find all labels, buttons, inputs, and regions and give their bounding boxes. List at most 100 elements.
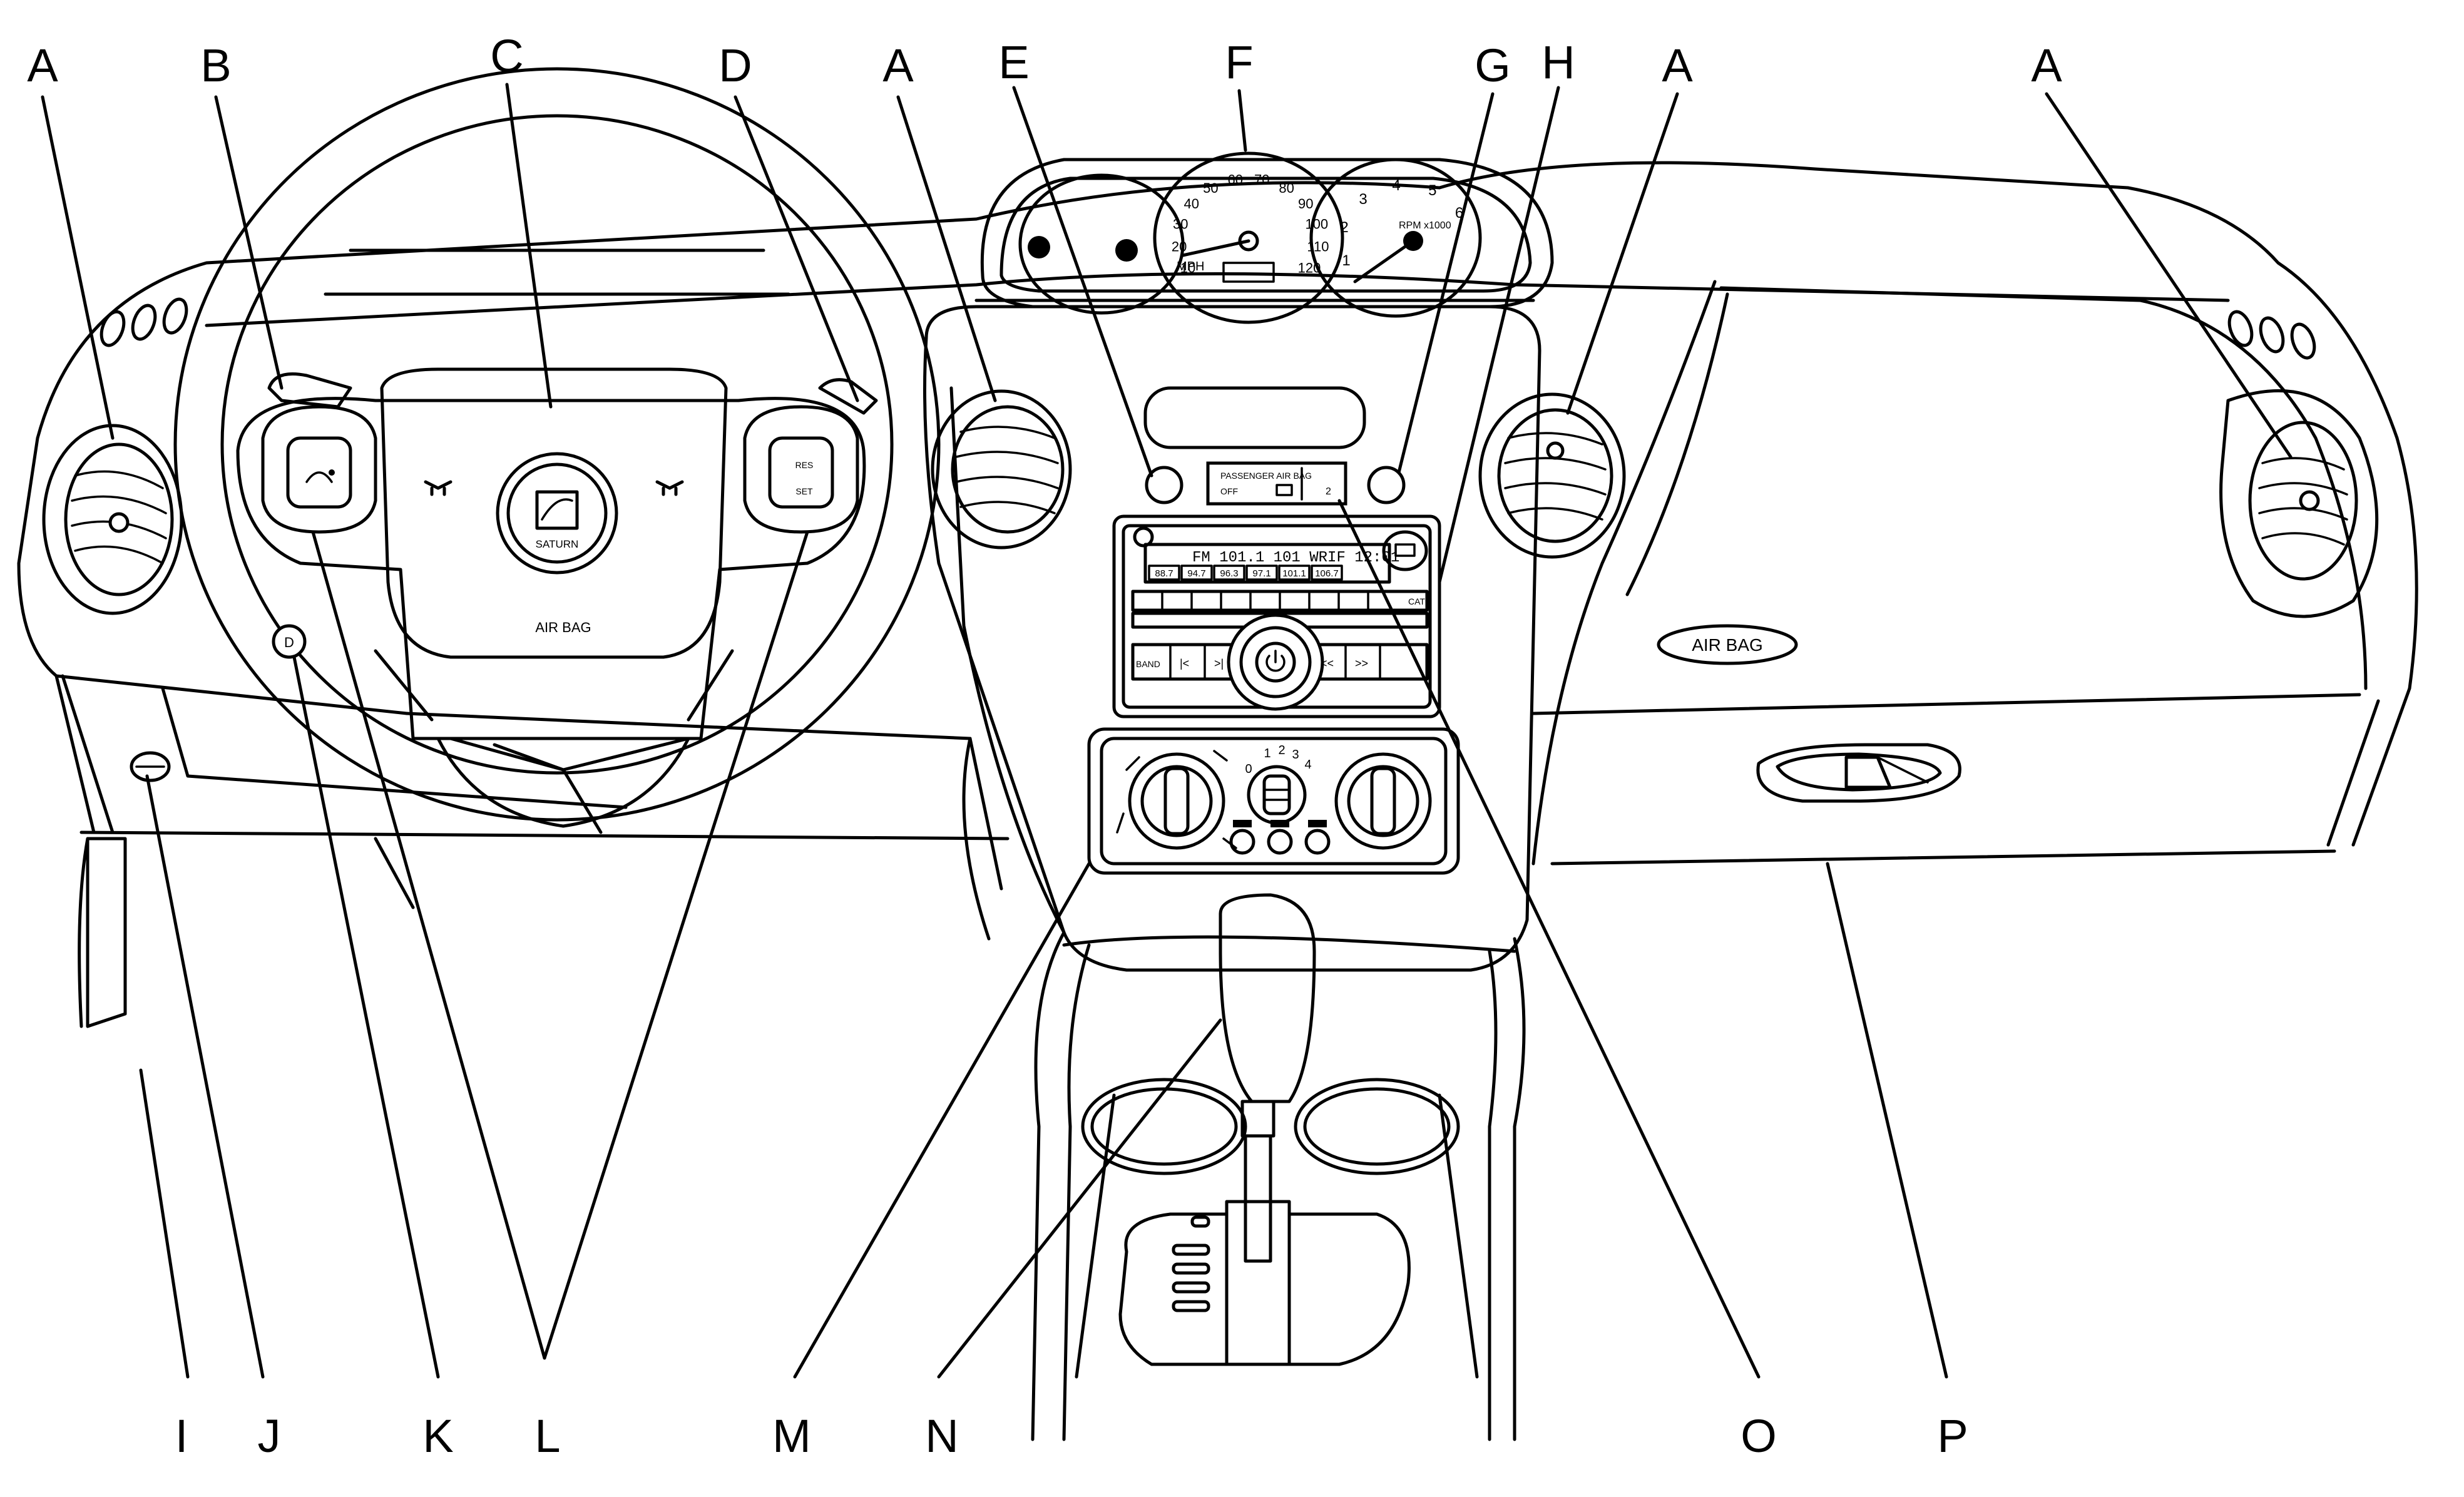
svg-text:>>: >> <box>1355 657 1368 670</box>
shift-knob[interactable] <box>1219 893 1316 1103</box>
rpm-tick-label: 1 <box>1342 252 1350 269</box>
label-n: N <box>925 1410 958 1462</box>
hazard-area <box>1143 386 1406 504</box>
ac-button[interactable] <box>1229 829 1255 855</box>
label-p: P <box>1937 1410 1968 1462</box>
hood-release[interactable] <box>130 751 171 782</box>
cruise-control-switch-right[interactable]: RES SET <box>743 405 859 534</box>
vent-center-right[interactable] <box>1478 392 1626 559</box>
steering-wheel[interactable]: SATURN AIR BAG RES SET <box>173 67 941 834</box>
cat-label: CAT <box>1408 596 1425 606</box>
right-button[interactable] <box>1367 466 1406 504</box>
passenger-airbag-badge: AIR BAG <box>1657 624 1798 665</box>
shift-lever[interactable] <box>1244 1134 1272 1263</box>
passenger-airbag-num: 2 <box>1326 486 1331 497</box>
fan-tick-label: 2 <box>1278 743 1285 757</box>
left-button[interactable] <box>1145 466 1183 504</box>
passenger-airbag-indicator: PASSENGER AIR BAG OFF 2 <box>1206 461 1347 506</box>
speed-tick-label: 40 <box>1184 196 1199 212</box>
label-a: A <box>2031 39 2062 91</box>
preset-frequency: 97.1 <box>1252 568 1270 579</box>
rpm-unit-label: RPM x1000 <box>1399 220 1451 231</box>
res-label: RES <box>795 460 814 470</box>
horn-icon-left[interactable] <box>424 480 452 496</box>
odometer <box>1222 262 1275 283</box>
label-i: I <box>175 1410 188 1462</box>
preset-frequency: 101.1 <box>1282 568 1306 579</box>
vent-center-left[interactable] <box>931 389 1072 549</box>
callout-lines <box>41 83 2293 1379</box>
label-g: G <box>1475 39 1511 91</box>
dash-airbag-text: AIR BAG <box>1692 635 1763 655</box>
fuel-gauge <box>1018 173 1185 315</box>
cruise-control-switch-left[interactable] <box>261 405 377 534</box>
speed-tick-label: 10 <box>1180 260 1195 276</box>
power-icon[interactable] <box>1133 526 1154 548</box>
preset-box <box>1278 565 1311 581</box>
svg-text:D: D <box>284 635 294 650</box>
rpm-tick-label: 2 <box>1340 219 1348 236</box>
speed-tick-label: 50 <box>1203 180 1218 196</box>
cupholder-right[interactable] <box>1294 1078 1460 1175</box>
airbag-hub <box>380 367 728 659</box>
speed-tick-label: 70 <box>1254 172 1269 188</box>
cupholder-left[interactable] <box>1081 1078 1247 1175</box>
speed-tick-label: 90 <box>1298 196 1313 212</box>
fan-tick-label: 1 <box>1264 747 1270 760</box>
band-button[interactable]: BAND <box>1136 659 1160 669</box>
fan-tick-label: 4 <box>1304 758 1311 772</box>
set-label: SET <box>795 486 813 496</box>
preset-box <box>1180 565 1213 581</box>
label-k: K <box>422 1410 453 1462</box>
callout-labels: A B C D A E F G H A A I J K L M N O P <box>27 30 2062 1462</box>
tachometer <box>1309 158 1482 318</box>
preset-box <box>1213 565 1245 581</box>
passenger-airbag-title: PASSENGER AIR BAG <box>1220 471 1312 481</box>
passenger-airbag-off: OFF <box>1220 486 1238 496</box>
air-delivery-knob[interactable] <box>1334 752 1432 850</box>
preset-frequency: 96.3 <box>1220 568 1238 579</box>
eject-button[interactable] <box>1382 530 1428 571</box>
label-a: A <box>1662 39 1693 91</box>
label-f: F <box>1225 36 1253 88</box>
recirc-button[interactable] <box>1304 829 1331 855</box>
label-j: J <box>258 1410 281 1462</box>
dash-outline <box>17 161 2418 1441</box>
label-h: H <box>1541 36 1575 88</box>
label-a: A <box>27 39 58 91</box>
rpm-tick-label: 5 <box>1428 182 1436 199</box>
label-e: E <box>998 36 1029 88</box>
preset-box <box>1245 565 1278 581</box>
speedometer <box>1153 151 1344 324</box>
ignition-switch[interactable]: D <box>272 624 307 659</box>
preset-frequency: 88.7 <box>1155 568 1173 579</box>
rpm-tick-label: 4 <box>1392 177 1400 194</box>
horn-icon-right[interactable] <box>655 480 684 496</box>
label-c: C <box>490 30 523 82</box>
rear-defrost-button[interactable] <box>1267 829 1293 855</box>
saturn-logo-text: SATURN <box>536 538 579 550</box>
preset-frequency: 94.7 <box>1187 568 1205 579</box>
gear-shifter[interactable] <box>1062 893 1516 1379</box>
label-m: M <box>772 1410 811 1462</box>
label-b: B <box>200 39 231 91</box>
wheel-airbag-text: AIR BAG <box>535 620 591 635</box>
label-d: D <box>718 39 752 91</box>
temperature-knob[interactable] <box>1128 752 1225 850</box>
glove-box[interactable] <box>1756 743 1961 803</box>
label-a: A <box>882 39 914 91</box>
preset-box <box>1311 565 1343 581</box>
turn-signal-lever[interactable] <box>267 372 352 409</box>
wiper-lever[interactable] <box>818 378 878 415</box>
vent-far-left[interactable] <box>42 296 191 615</box>
speed-tick-label: 20 <box>1172 239 1187 255</box>
label-o: O <box>1741 1410 1777 1462</box>
vent-far-right[interactable] <box>2219 309 2379 618</box>
